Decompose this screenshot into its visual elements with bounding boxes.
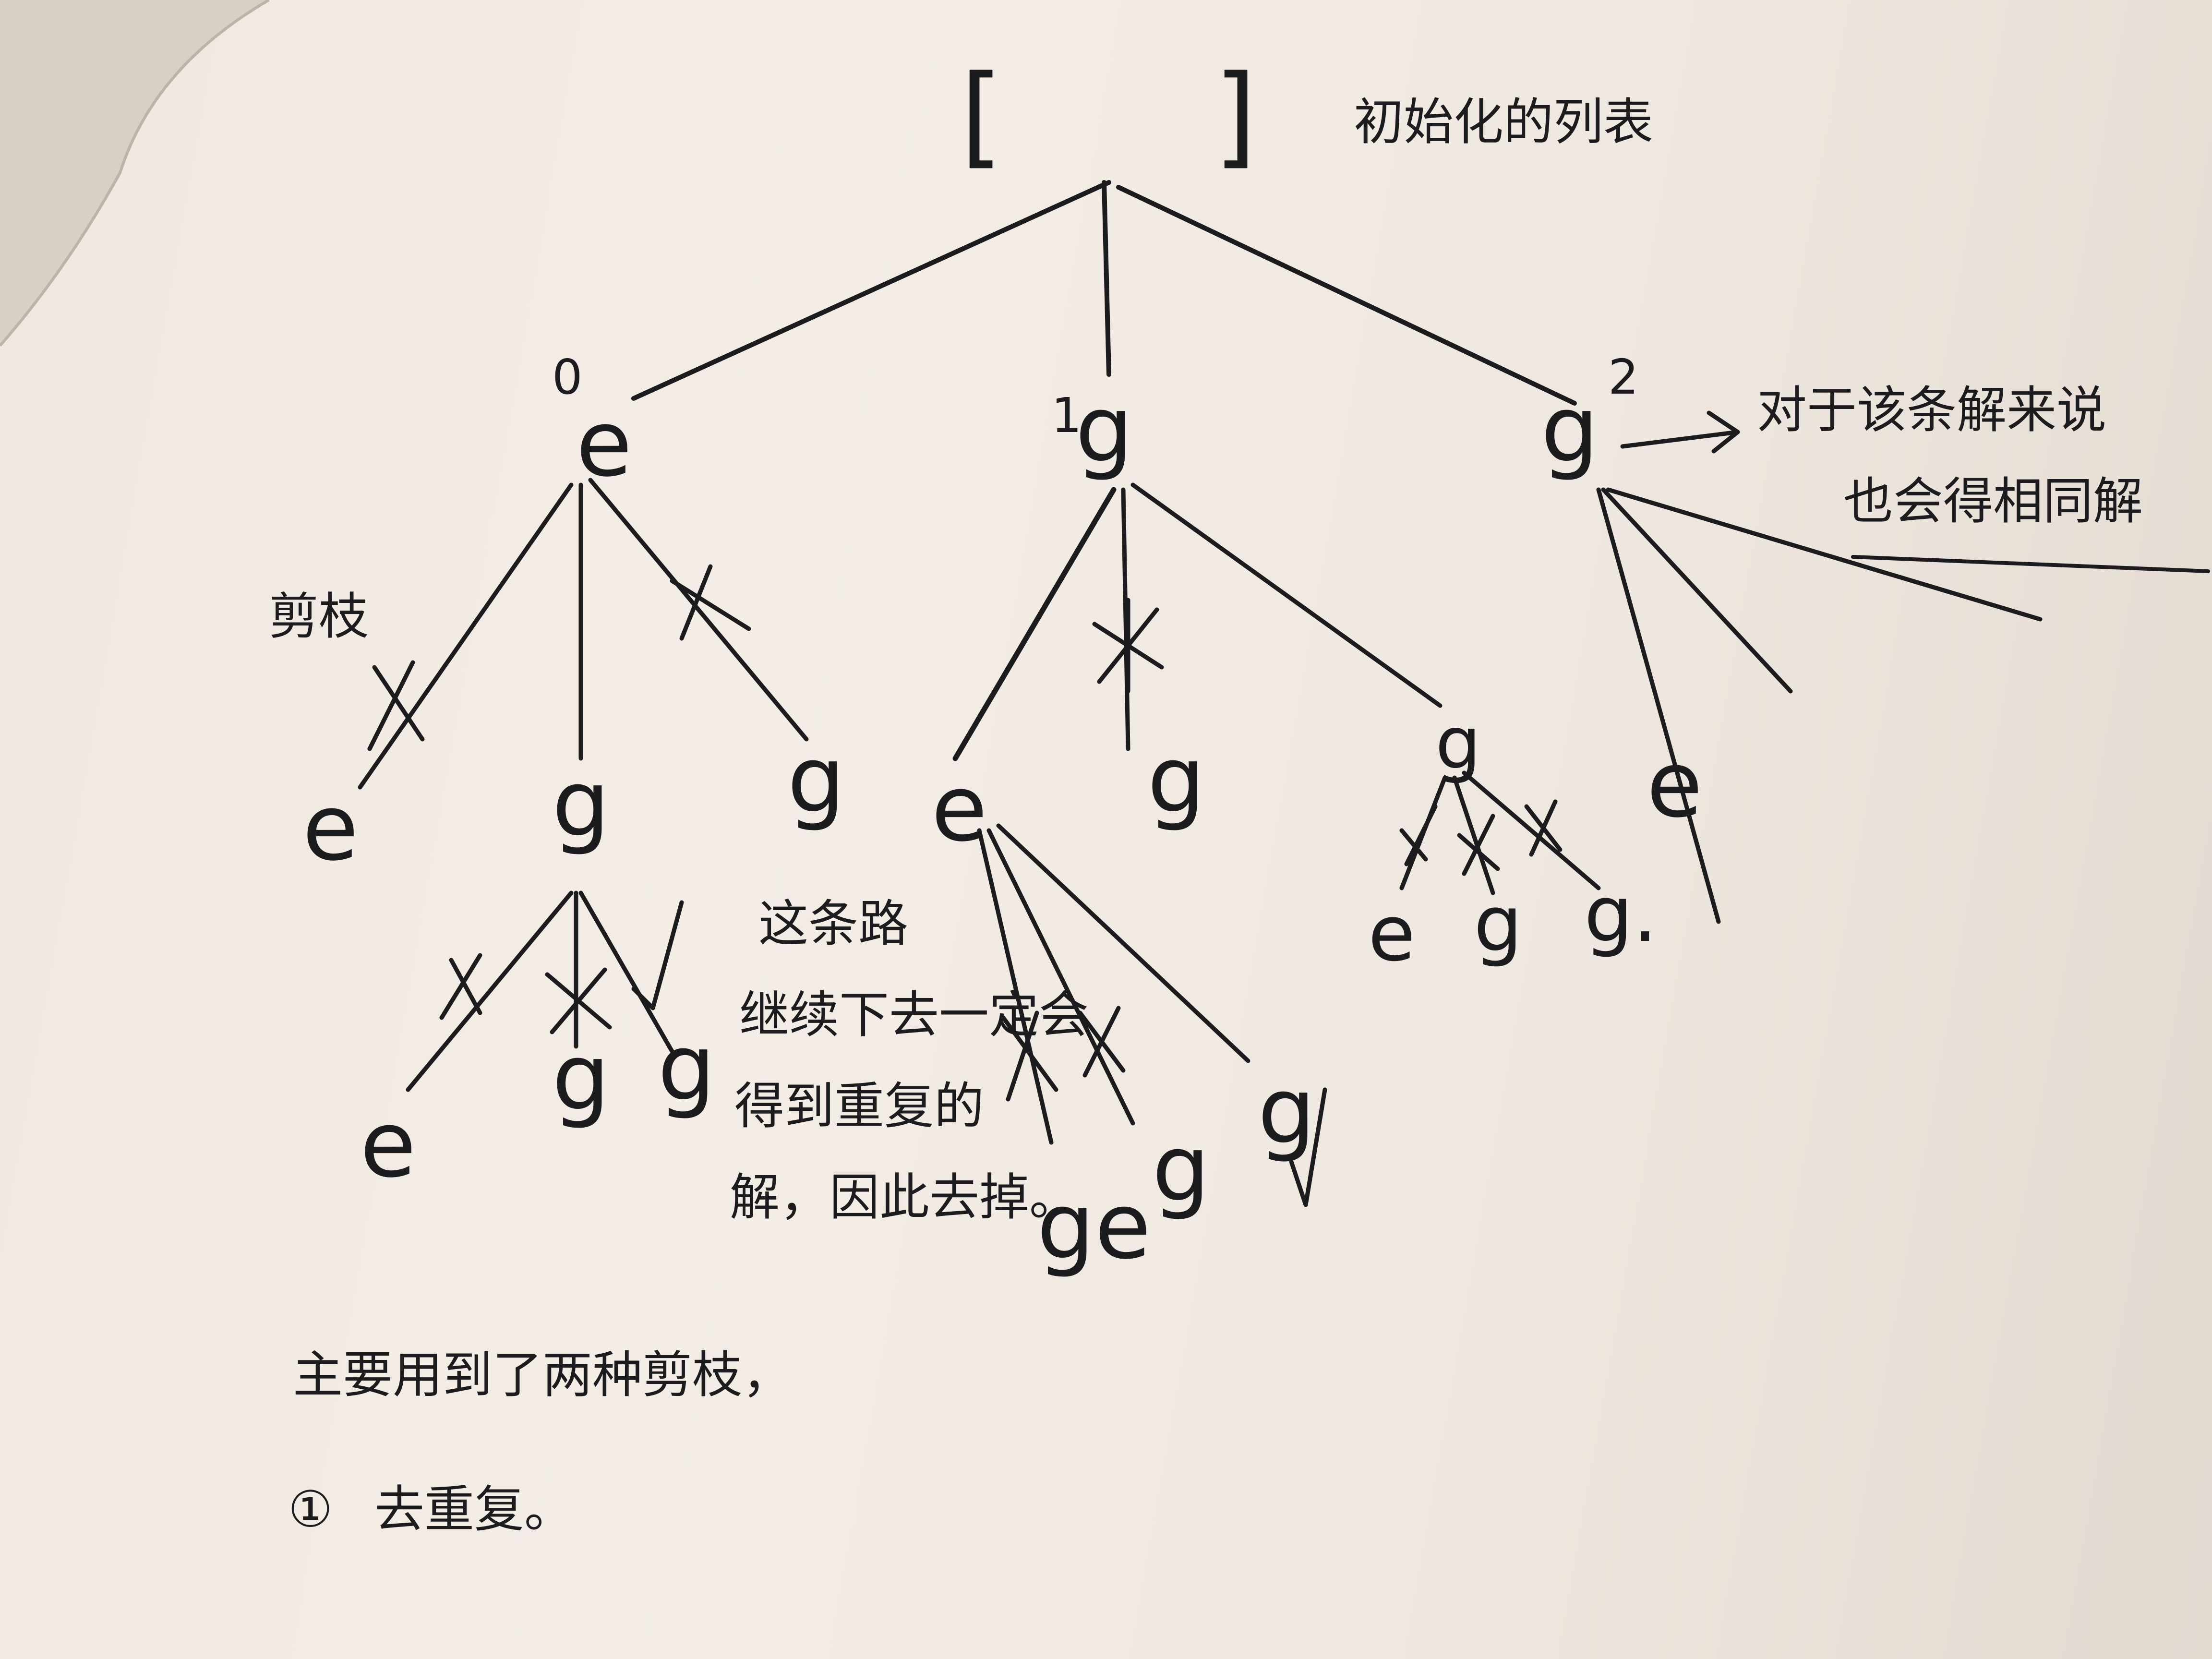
node-g1e-g2: g [1258, 1058, 1316, 1164]
note-prune: 剪枝 [269, 587, 369, 646]
node-e-g3: g [787, 727, 845, 833]
prune-cross-g1g2-g [1457, 814, 1500, 876]
edge-g1g2-g2 [1462, 770, 1601, 890]
check-g1e-g2 [1289, 1087, 1327, 1207]
prune-cross-g1e-ge [1001, 1010, 1058, 1102]
prune-cross-e-e [367, 660, 425, 751]
prune-cross-g1g2-g2 [1524, 799, 1563, 857]
edge-g1g2-g [1452, 775, 1495, 895]
note-right-line2: 也会得相同解 [1843, 472, 2143, 530]
node-g1-g: g [1147, 727, 1205, 833]
node-e-index: 0 [552, 349, 583, 405]
node-g1e-g: g [1152, 1116, 1210, 1222]
prune-cross-g1e-g [1078, 1006, 1126, 1078]
edge-root-g1 [1102, 180, 1111, 377]
prune-cross-g1-g [1092, 598, 1164, 694]
node-g1-e: e [931, 756, 987, 862]
edge-eg-e [406, 890, 574, 1092]
node-eg-g: g [552, 1024, 610, 1130]
edge-g2-c [1606, 487, 2043, 622]
arrow-right-note [1620, 410, 1740, 454]
bottom-line2-text: 去重复。 [374, 1480, 574, 1539]
edge-g1-g2 [1130, 482, 1443, 708]
node-e: e [576, 391, 632, 497]
node-g1e-ge: ge [1037, 1173, 1151, 1279]
check-eg-g2 [631, 900, 684, 1010]
edge-g1-g [1121, 487, 1130, 751]
edge-eg-g2 [578, 890, 674, 1054]
node-g1: g [1075, 376, 1133, 482]
note-middle-1: 这条路 [758, 894, 908, 953]
edge-e-e [358, 482, 574, 790]
node-g2-e: e [1647, 732, 1703, 838]
prune-cross-e-g3 [670, 564, 751, 641]
edge-g1e-g2 [996, 823, 1250, 1063]
node-e-g: g [552, 751, 610, 857]
edge-g1-e [952, 487, 1117, 761]
edge-root-e [631, 180, 1111, 401]
node-g2: g [1541, 376, 1599, 482]
edge-g2-b [1601, 487, 1793, 694]
prune-cross-g1g2-e [1399, 804, 1438, 866]
prune-cross-eg-g [545, 967, 612, 1034]
note-right-line1: 对于该条解来说 [1757, 381, 2106, 439]
edge-g1e-g [986, 828, 1135, 1126]
edge-root-g2 [1116, 185, 1577, 406]
node-g2-index: 2 [1608, 349, 1639, 405]
node-g1g2-g: g [1474, 879, 1523, 969]
bottom-line2-number: ① [288, 1480, 333, 1539]
root-list-label: [ ] [960, 52, 1257, 180]
bottom-line1: 主要用到了两种剪枝， [293, 1346, 792, 1404]
node-g1-index: 1 [1051, 387, 1082, 444]
edge-e-g3 [588, 478, 809, 742]
node-g1-g2: g [1435, 702, 1481, 785]
root-note: 初始化的列表 [1354, 93, 1653, 151]
node-g1g2-e: e [1368, 889, 1415, 978]
edge-g2-e [1596, 487, 1721, 924]
note-middle-4: 解，因此去掉。 [730, 1168, 1079, 1226]
node-e-e: e [302, 775, 359, 881]
edge-g1e-ge [977, 828, 1054, 1145]
note-right-underline [1851, 555, 2210, 573]
node-eg-g2: g [658, 1015, 716, 1121]
prune-cross-eg-e [439, 953, 482, 1020]
node-eg-e: e [360, 1092, 416, 1198]
note-middle-3: 得到重复的 [734, 1077, 984, 1135]
node-g1g2-g2: g. [1584, 869, 1657, 959]
